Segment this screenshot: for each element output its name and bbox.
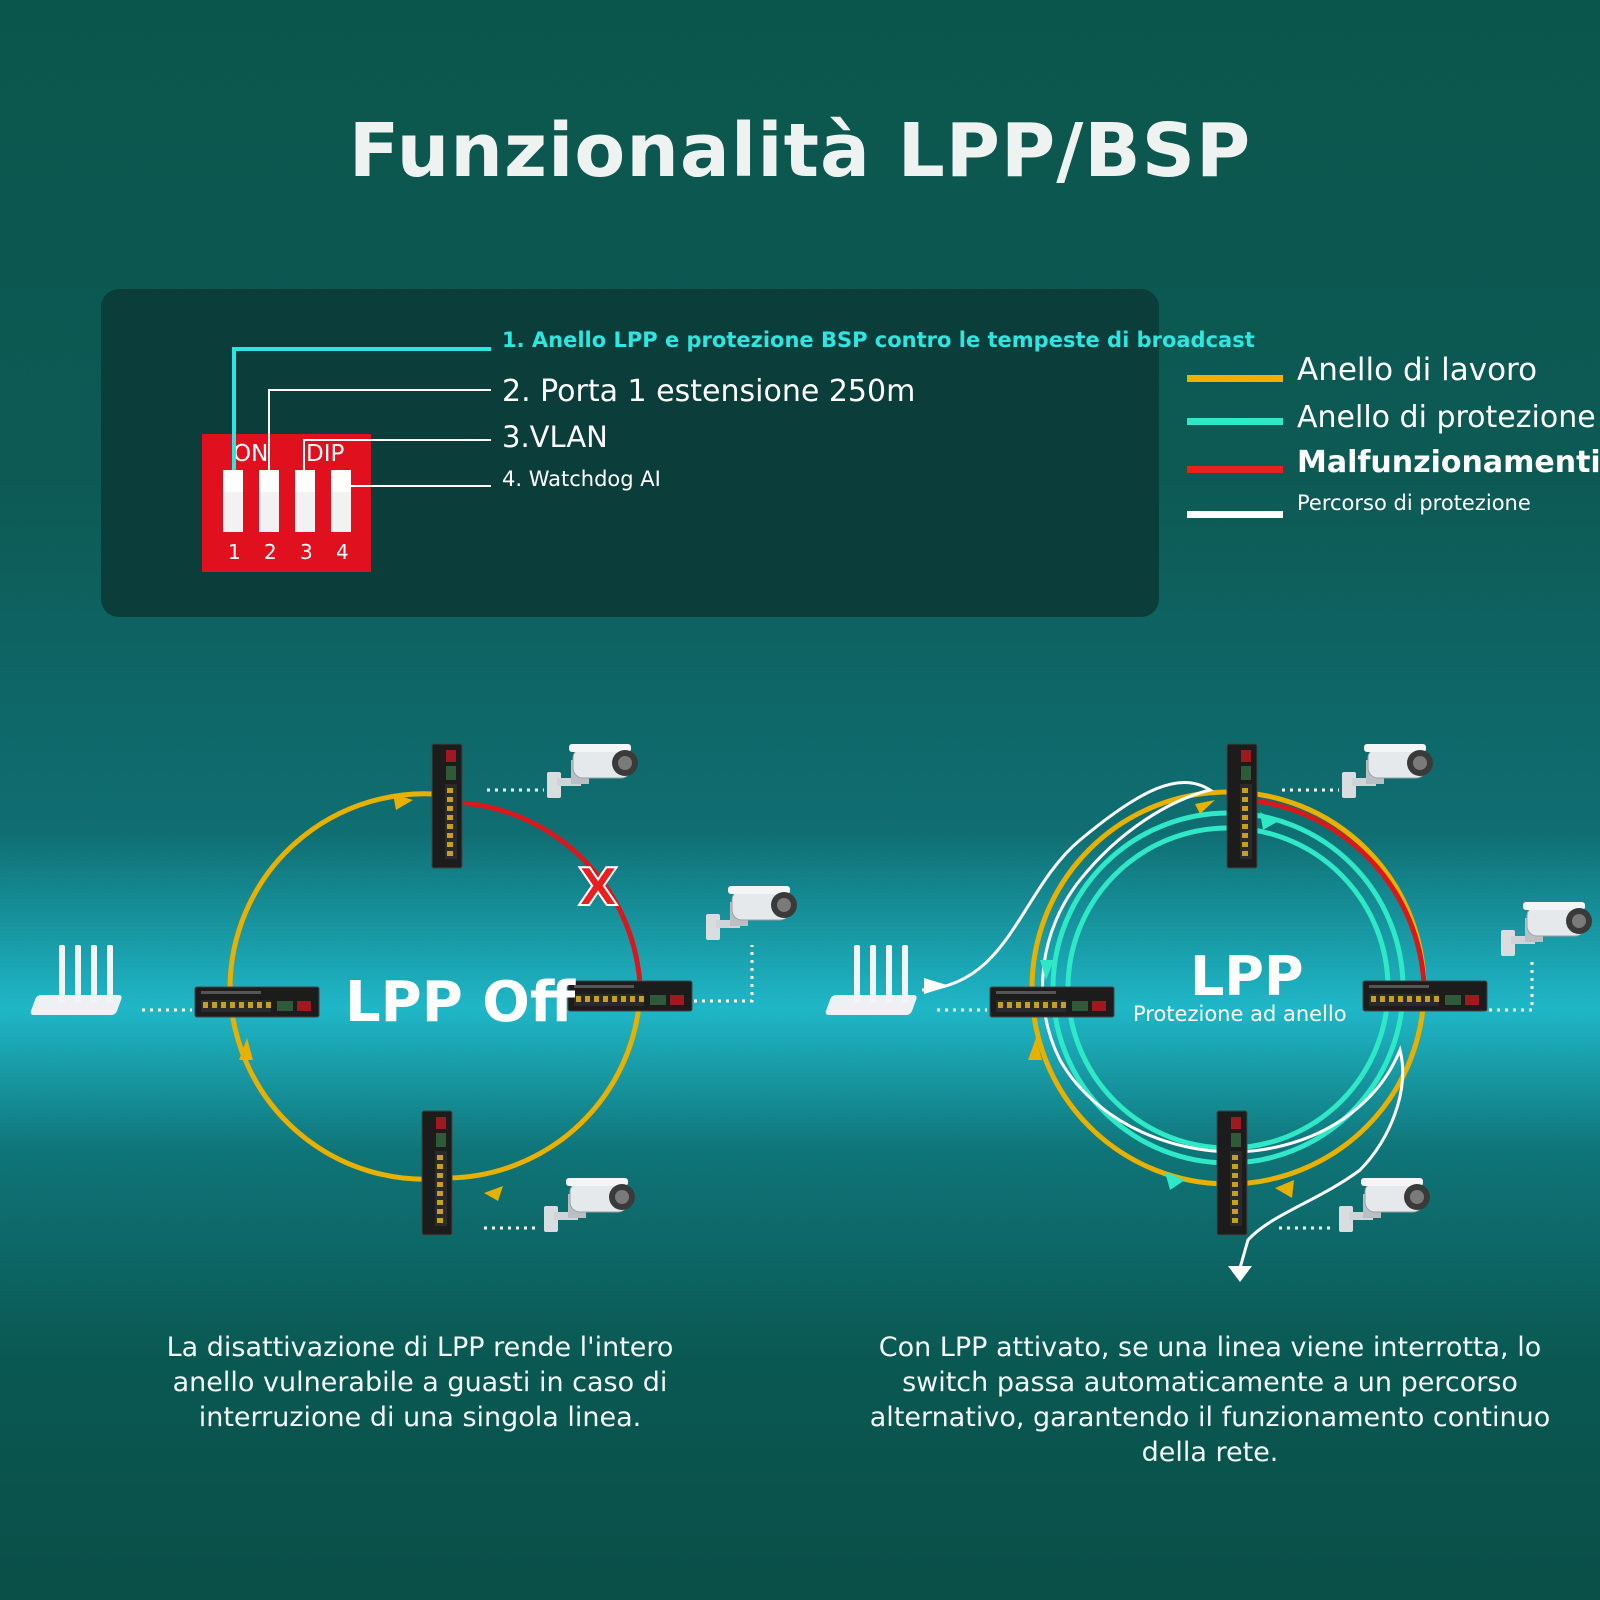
- dip-label-on: ON: [233, 441, 268, 467]
- right-arrow-work-top: [1195, 800, 1215, 814]
- left-center-label: LPP Off: [345, 970, 576, 1035]
- dip-leader-1: [232, 347, 491, 470]
- left-camera-right: [705, 885, 798, 941]
- dip-toggle-3-knob: [295, 470, 315, 492]
- left-camera-bottom: [543, 1177, 636, 1233]
- right-camera-right: [1500, 901, 1593, 957]
- right-ring-diagram: [824, 743, 1593, 1282]
- right-switch-left: [989, 986, 1115, 1018]
- left-switch-top: [431, 743, 463, 869]
- left-router: [29, 945, 123, 1015]
- page-title: Funzionalità LPP/BSP: [348, 108, 1252, 194]
- right-arrow-prot-left: [1040, 960, 1054, 980]
- right-router: [824, 945, 918, 1015]
- left-switch-left: [194, 986, 320, 1018]
- left-ring-diagram: X: [29, 743, 798, 1236]
- legend-line-fault: [1187, 466, 1283, 473]
- left-fault-segment: [462, 800, 643, 986]
- dip-item-4: 4. Watchdog AI: [502, 467, 661, 491]
- right-arrow-prot-bottom: [1165, 1172, 1185, 1190]
- right-center-label: LPP: [1190, 945, 1304, 1008]
- left-arrow-bottom: [484, 1186, 503, 1201]
- right-camera-right-link: [1489, 962, 1534, 1012]
- left-caption: La disattivazione di LPP rende l'intero …: [166, 1332, 674, 1433]
- left-switch-right: [567, 980, 693, 1012]
- legend-line-work: [1187, 375, 1283, 382]
- right-camera-top: [1341, 743, 1434, 799]
- right-center-sublabel: Protezione ad anello: [1133, 1002, 1347, 1026]
- legend-line-protection: [1187, 418, 1283, 425]
- dip-label-dip: DIP: [306, 441, 344, 467]
- legend-label-protection: Anello di protezione: [1297, 400, 1596, 435]
- dip-number-2: 2: [264, 540, 277, 564]
- dip-leader-3: [303, 439, 491, 470]
- left-fault-mark: X: [578, 858, 618, 918]
- left-work-ring-bottom: [227, 987, 448, 1182]
- dip-toggle-1-knob: [223, 470, 243, 492]
- right-switch-bottom: [1216, 1110, 1248, 1236]
- right-arrow-prot-top: [1260, 812, 1277, 830]
- dip-leader-2: [268, 389, 491, 470]
- dip-toggle-2-knob: [259, 470, 279, 492]
- left-arrow-top: [393, 794, 413, 810]
- dip-number-1: 1: [228, 540, 241, 564]
- legend-label-work: Anello di lavoro: [1297, 352, 1538, 388]
- left-switch-bottom: [421, 1110, 453, 1236]
- dip-item-3: 3.VLAN: [502, 420, 608, 454]
- dip-toggle-4-knob: [331, 470, 351, 492]
- left-arrow-left: [239, 1038, 253, 1060]
- legend-line-path: [1187, 511, 1283, 518]
- dip-number-4: 4: [336, 540, 349, 564]
- left-camera-top: [546, 743, 639, 799]
- right-fault-segment: [1247, 797, 1427, 986]
- right-path-arrow-end: [1228, 1266, 1252, 1282]
- right-path-arrow-start: [924, 978, 950, 994]
- left-work-ring-bottom-right: [446, 994, 643, 1181]
- dip-item-1: 1. Anello LPP e protezione BSP contro le…: [502, 328, 1255, 352]
- right-arrow-work-left: [1028, 1038, 1042, 1060]
- left-camera-right-link: [694, 945, 754, 1003]
- right-switch-top: [1226, 743, 1258, 869]
- legend-label-fault: Malfunzionamenti: [1297, 445, 1600, 480]
- right-switch-right: [1362, 980, 1488, 1012]
- right-protection-path: [921, 780, 1405, 1269]
- right-caption: Con LPP attivato, se una linea viene int…: [869, 1332, 1551, 1468]
- legend-label-path: Percorso di protezione: [1297, 491, 1531, 515]
- right-camera-bottom: [1338, 1177, 1431, 1233]
- dip-number-3: 3: [300, 540, 313, 564]
- left-work-ring-top-left: [227, 791, 448, 989]
- dip-item-2: 2. Porta 1 estensione 250m: [502, 374, 916, 409]
- right-arrow-work-bottom: [1275, 1180, 1294, 1198]
